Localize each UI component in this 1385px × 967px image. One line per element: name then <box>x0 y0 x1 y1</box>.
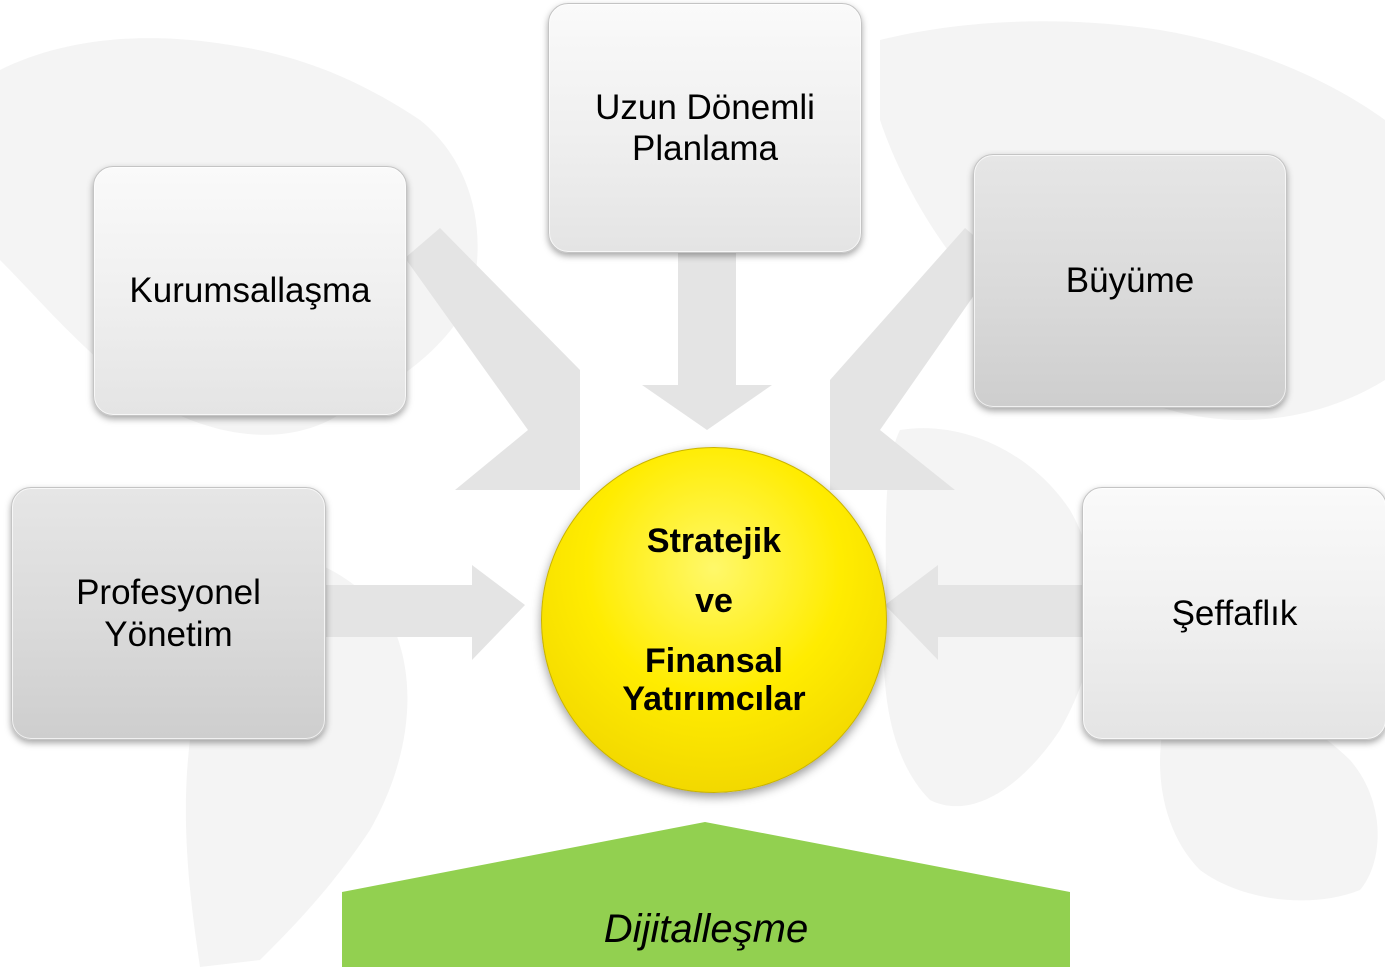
box-long-term-planning: Uzun Dönemli Planlama <box>548 3 862 253</box>
box-institutionalization: Kurumsallaşma <box>93 166 407 416</box>
center-circle: Stratejik ve Finansal Yatırımcılar <box>541 447 887 793</box>
arrow-from-right <box>885 565 1082 660</box>
growth-label: Büyüme <box>1065 261 1195 300</box>
institutionalization-label: Kurumsallaşma <box>129 271 371 311</box>
professional-management-label: Profesyonel Yönetim <box>76 573 261 654</box>
center-line-1: Stratejik <box>646 521 782 560</box>
center-line-2: ve <box>695 581 733 620</box>
arrow-from-upper-right <box>830 228 1000 490</box>
center-line-4: Yatırımcılar <box>622 680 806 719</box>
box-transparency: Şeffaflık <box>1082 487 1385 740</box>
transparency-label: Şeffaflık <box>1171 593 1298 633</box>
box-professional-management: Profesyonel Yönetim <box>11 487 326 740</box>
foundation-label: Dijitalleşme <box>603 907 809 951</box>
box-growth: Büyüme <box>973 154 1287 408</box>
arrow-from-top <box>642 248 772 430</box>
arrow-from-upper-left <box>405 228 580 490</box>
arrow-from-left <box>326 565 525 660</box>
foundation-shape <box>342 822 1070 967</box>
center-line-3: Finansal <box>645 642 783 680</box>
long-term-planning-label: Uzun Dönemli Planlama <box>595 87 815 168</box>
